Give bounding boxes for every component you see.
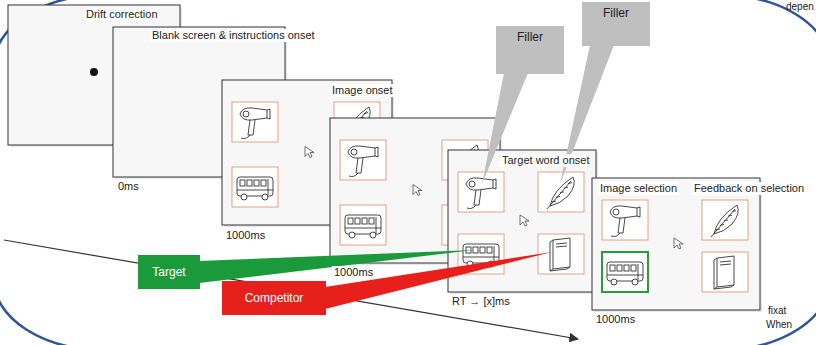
stage-label: 1000ms — [332, 266, 375, 279]
callout-text: Filler — [603, 6, 629, 20]
callout-tail — [325, 252, 552, 309]
stage-label: 0ms — [116, 180, 141, 193]
stage-label: Image selection — [598, 182, 679, 195]
mouse-cursor — [520, 215, 529, 226]
callout-text: Filler — [517, 30, 543, 44]
image-frame — [602, 252, 648, 292]
image-frame — [458, 172, 504, 212]
picture-icon — [714, 256, 734, 289]
callout-tails — [199, 45, 614, 309]
image-cell — [340, 205, 386, 245]
mouse-cursor — [674, 238, 683, 249]
stage-label: Feedback on selection — [692, 182, 806, 195]
stage-label: Image onset — [330, 84, 395, 97]
callout-text: Competitor — [245, 291, 304, 305]
image-frame — [340, 205, 386, 245]
screen — [592, 178, 762, 312]
image-cell — [458, 172, 504, 212]
target-callout: Target — [138, 255, 200, 289]
stage-label: 1000ms — [594, 313, 637, 326]
picture-icon — [348, 146, 378, 177]
image-cell — [538, 234, 584, 274]
picture-icon — [466, 178, 496, 209]
fixation-dot — [90, 68, 98, 76]
picture-icon — [345, 215, 381, 238]
image-cell — [538, 172, 584, 212]
stage-label: Blank screen & instructions onset — [150, 29, 317, 42]
stage-label: Drift correction — [84, 8, 160, 21]
mouse-cursor — [305, 147, 314, 158]
stage-label: 1000ms — [224, 229, 267, 242]
mouse-cursor — [413, 185, 422, 196]
image-cell — [702, 200, 748, 240]
image-cell — [232, 167, 278, 207]
body-text-fragment: depen — [784, 0, 816, 13]
image-cell — [602, 252, 648, 292]
screen-frame — [592, 178, 760, 310]
image-frame — [538, 234, 584, 274]
image-cell — [602, 200, 648, 240]
image-cell — [232, 102, 278, 142]
image-frame — [602, 200, 648, 240]
image-frame — [702, 200, 748, 240]
image-frame — [340, 140, 386, 180]
body-text-fragment: When — [764, 318, 794, 331]
picture-icon — [550, 238, 570, 271]
image-frame — [232, 102, 278, 142]
picture-icon — [240, 108, 270, 139]
picture-icon — [711, 205, 738, 237]
stage-label: Target word onset — [500, 154, 591, 167]
picture-icon — [237, 177, 273, 200]
callout-tail — [482, 73, 528, 184]
filler-callout: Filler — [582, 2, 650, 46]
image-frame — [538, 172, 584, 212]
picture-icon — [607, 262, 643, 285]
picture-icon — [610, 206, 640, 237]
stage-label: RT → [x]ms — [450, 295, 512, 308]
callout-text: Target — [152, 265, 185, 279]
image-frame — [702, 252, 748, 292]
image-cell — [702, 252, 748, 292]
filler-callout: Filler — [496, 26, 564, 74]
body-text-fragment: fixat — [766, 304, 788, 317]
competitor-callout: Competitor — [222, 281, 326, 315]
image-frame — [232, 167, 278, 207]
image-cell — [340, 140, 386, 180]
